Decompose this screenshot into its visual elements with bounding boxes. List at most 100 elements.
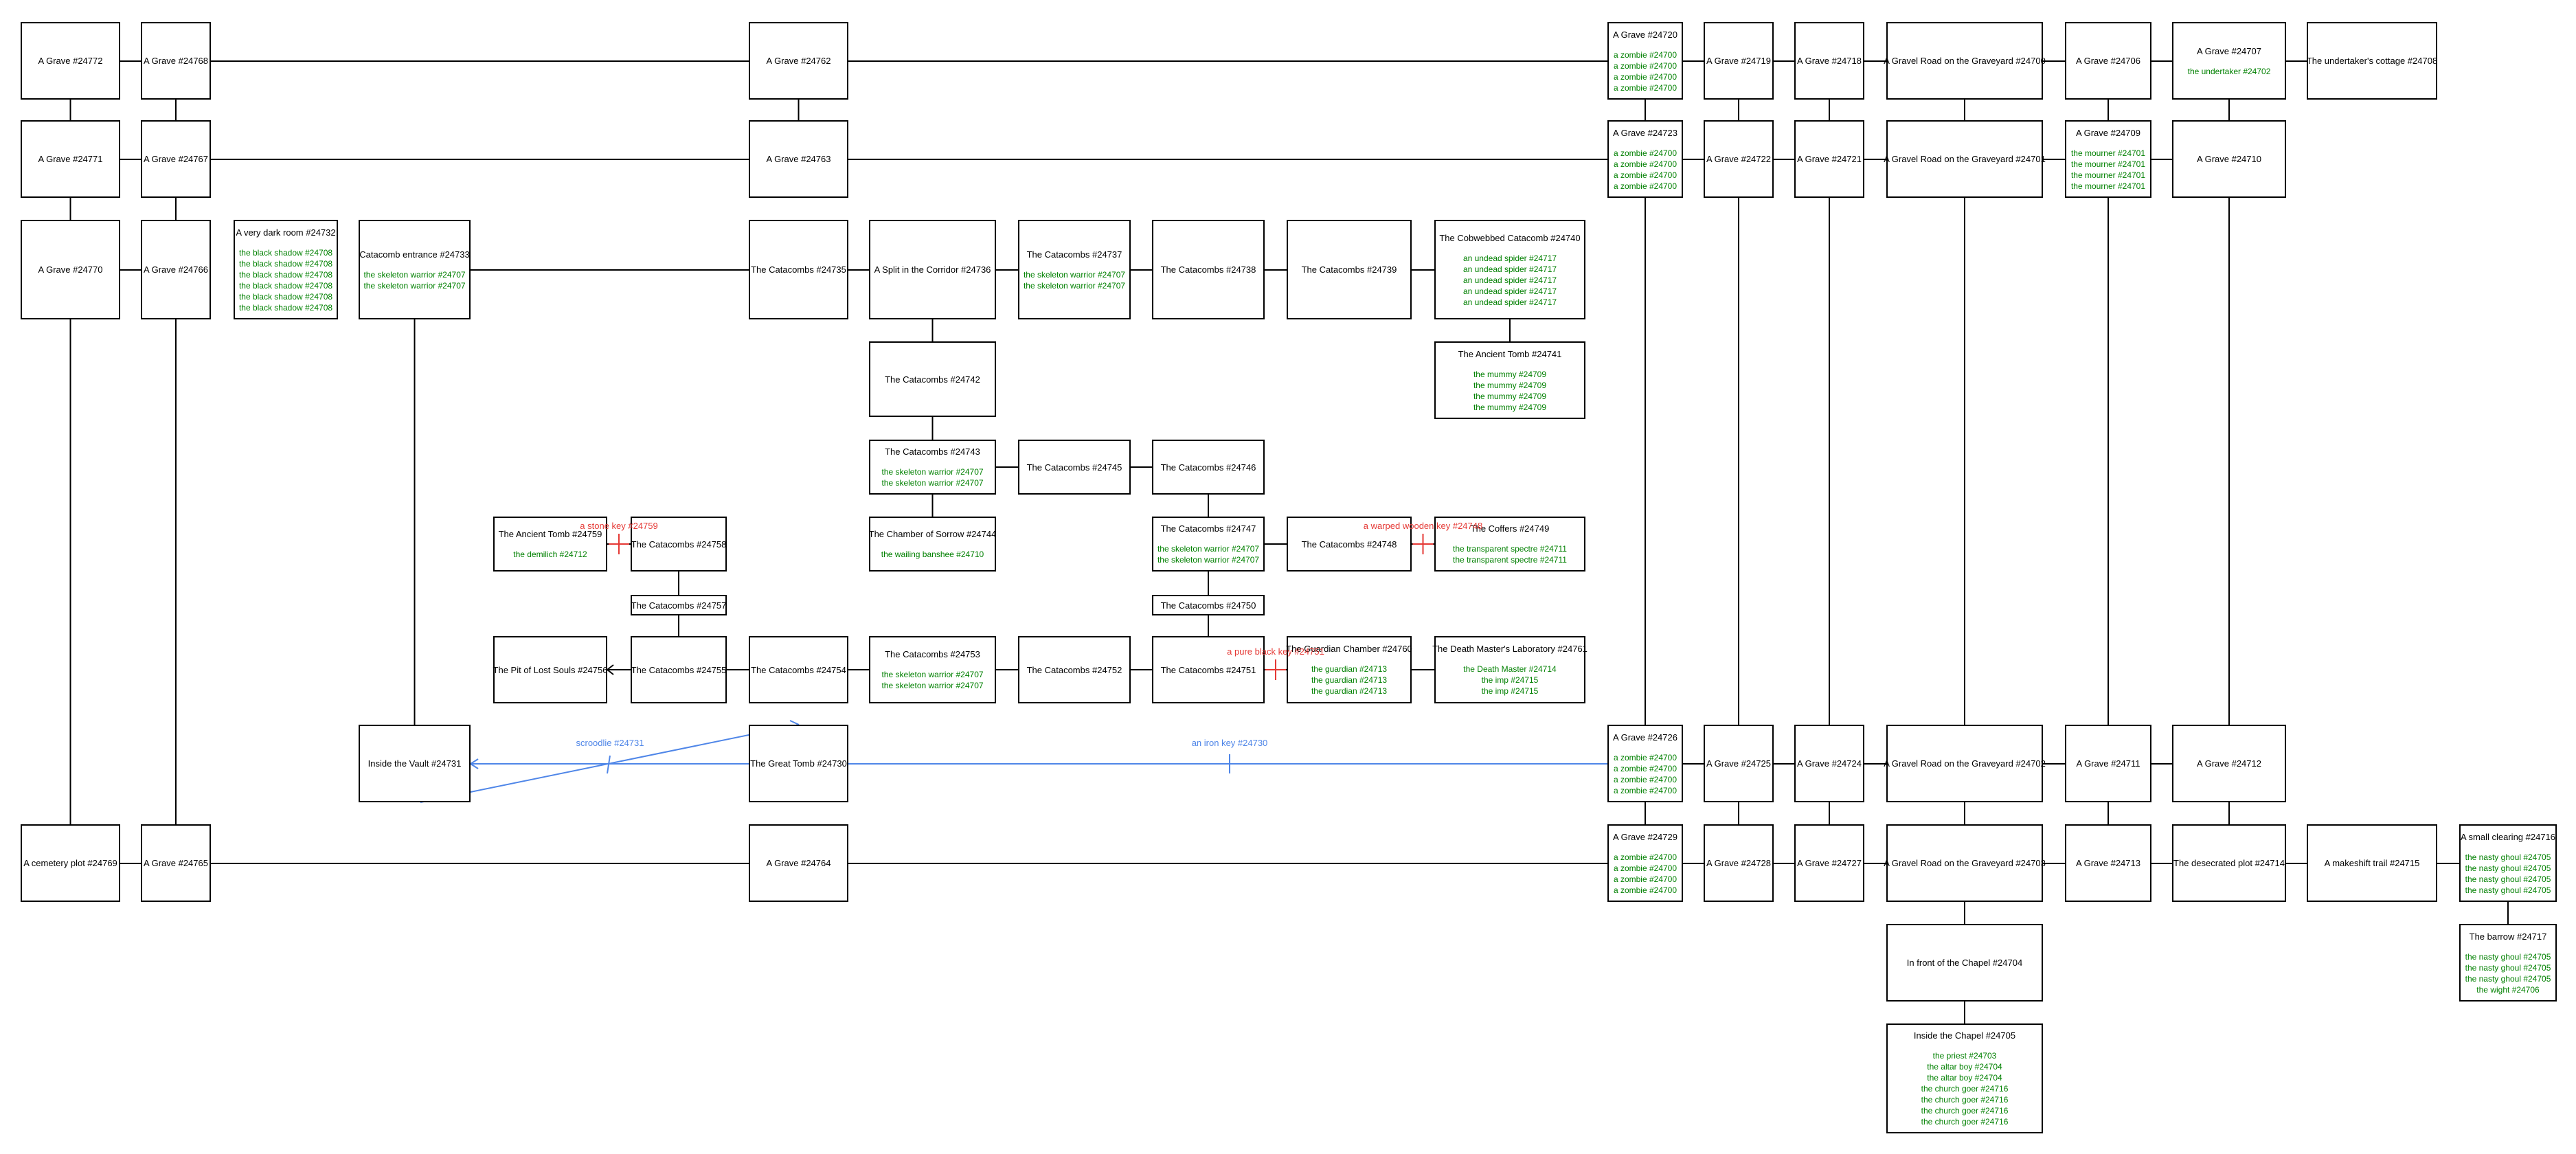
arrow-head	[607, 664, 614, 670]
room-box[interactable]: A Grave #24770	[21, 220, 120, 319]
mob-name: the mummy #24709	[1473, 380, 1547, 390]
mob-name: the Death Master #24714	[1463, 664, 1557, 674]
room-box[interactable]: A Grave #24767	[141, 120, 211, 198]
room-box[interactable]: The Catacombs #24754	[749, 636, 848, 703]
room-box[interactable]: The undertaker's cottage #24708	[2307, 22, 2437, 100]
room-box[interactable]: The Catacombs #24746	[1152, 440, 1265, 495]
room-box[interactable]: A Grave #24722	[1704, 120, 1774, 198]
room-box[interactable]: The Catacombs #24742	[869, 341, 996, 417]
room-box[interactable]: A Grave #24764	[749, 824, 848, 902]
room-box[interactable]: A Grave #24727	[1794, 824, 1864, 902]
room-box[interactable]: A Grave #24706	[2065, 22, 2151, 100]
mob-name: a zombie #24700	[1613, 82, 1677, 93]
room-mob-list: the wailing banshee #24710	[881, 549, 984, 560]
room-box[interactable]: A Grave #24724	[1794, 725, 1864, 802]
room-box[interactable]: A Grave #24710	[2172, 120, 2286, 198]
room-title: The barrow #24717	[2469, 931, 2547, 942]
room-title: The Catacombs #24751	[1160, 664, 1256, 675]
room-box[interactable]: A Split in the Corridor #24736	[869, 220, 996, 319]
mob-name: the nasty ghoul #24705	[2465, 863, 2551, 873]
room-title: A Grave #24721	[1797, 154, 1862, 164]
room-box[interactable]: A cemetery plot #24769	[21, 824, 120, 902]
room-box[interactable]: The Catacombs #24758	[631, 517, 727, 572]
room-box[interactable]: A Grave #24766	[141, 220, 211, 319]
room-title: A Grave #24724	[1797, 758, 1862, 769]
room-box[interactable]: A Grave #24728	[1704, 824, 1774, 902]
room-box[interactable]: The Catacombs #24750	[1152, 595, 1265, 615]
room-box[interactable]: The Death Master's Laboratory #24761 the …	[1432, 636, 1588, 703]
room-box[interactable]: The Catacombs #24748	[1287, 517, 1412, 572]
room-box[interactable]: A Grave #24765	[141, 824, 211, 902]
room-title: A very dark room #24732	[236, 227, 336, 238]
room-title: Inside the Chapel #24705	[1913, 1030, 2016, 1041]
room-box[interactable]: The Guardian Chamber #24760 the guardian …	[1286, 636, 1412, 703]
room-box[interactable]: The Catacombs #24751	[1152, 636, 1265, 703]
mob-name: the guardian #24713	[1311, 675, 1388, 685]
room-box[interactable]: A Grave #24719	[1704, 22, 1774, 100]
room-box[interactable]: A Grave #24721	[1794, 120, 1864, 198]
room-box[interactable]: The Catacombs #24752	[1018, 636, 1131, 703]
room-box[interactable]: In front of the Chapel #24704	[1886, 924, 2043, 1002]
room-box[interactable]: A Grave #24713	[2065, 824, 2151, 902]
room-box[interactable]: Inside the Vault #24731	[359, 725, 471, 802]
room-title: A Grave #24763	[766, 154, 831, 164]
room-title: The Death Master's Laboratory #24761	[1432, 644, 1588, 654]
room-box[interactable]: A Gravel Road on the Graveyard #24703	[1884, 824, 2046, 902]
locked-exit-key-label: a warped wooden key #24748	[1363, 521, 1483, 531]
room-box[interactable]: A Grave #24763	[749, 120, 848, 198]
mob-name: a zombie #24700	[1613, 752, 1677, 762]
room-title: A Grave #24768	[144, 56, 208, 66]
room-title: A Grave #24770	[38, 264, 103, 275]
room-box[interactable]: A Grave #24711	[2065, 725, 2151, 802]
room-box[interactable]: The Great Tomb #24730	[749, 725, 848, 802]
room-box[interactable]: A Grave #24718	[1794, 22, 1864, 100]
room-box[interactable]: The desecrated plot #24714	[2172, 824, 2286, 902]
mob-name: the black shadow #24708	[238, 247, 333, 258]
room-box[interactable]: A Grave #24768	[141, 22, 211, 100]
room-box[interactable]: The Catacombs #24739	[1287, 220, 1412, 319]
mob-name: the skeleton warrior #24707	[1157, 555, 1260, 565]
room-box[interactable]: The Catacombs #24735	[749, 220, 848, 319]
room-box[interactable]: A Grave #24772	[21, 22, 120, 100]
room-title: The Pit of Lost Souls #24756	[493, 664, 608, 675]
room-box[interactable]: The Catacombs #24738	[1152, 220, 1265, 319]
room-box[interactable]: The Catacombs #24757	[631, 595, 727, 615]
room-title: The Guardian Chamber #24760	[1286, 644, 1412, 654]
room-box[interactable]: A Gravel Road on the Graveyard #24701	[1884, 120, 2046, 198]
room-box[interactable]: A Gravel Road on the Graveyard #24700	[1884, 22, 2046, 100]
room-box[interactable]: A Grave #24771	[21, 120, 120, 198]
room-title: A cemetery plot #24769	[23, 858, 117, 868]
room-box[interactable]: A makeshift trail #24715	[2307, 824, 2437, 902]
room-box[interactable]: The Catacombs #24745	[1018, 440, 1131, 495]
room-box[interactable]: A Grave #24762	[749, 22, 848, 100]
room-title: A Grave #24771	[38, 154, 103, 164]
room-box[interactable]: The Catacombs #24755	[631, 636, 727, 703]
room-box[interactable]: The Pit of Lost Souls #24756	[493, 636, 607, 703]
room-box[interactable]: A Grave #24725	[1704, 725, 1774, 802]
room-box[interactable]: A Grave #24712	[2172, 725, 2286, 802]
room-title: A Grave #24723	[1613, 127, 1677, 138]
room-box[interactable]: A very dark room #24732 the black shadow …	[234, 220, 338, 319]
room-box[interactable]: A Gravel Road on the Graveyard #24702	[1884, 725, 2046, 802]
mob-name: the altar boy #24704	[1927, 1073, 2002, 1083]
